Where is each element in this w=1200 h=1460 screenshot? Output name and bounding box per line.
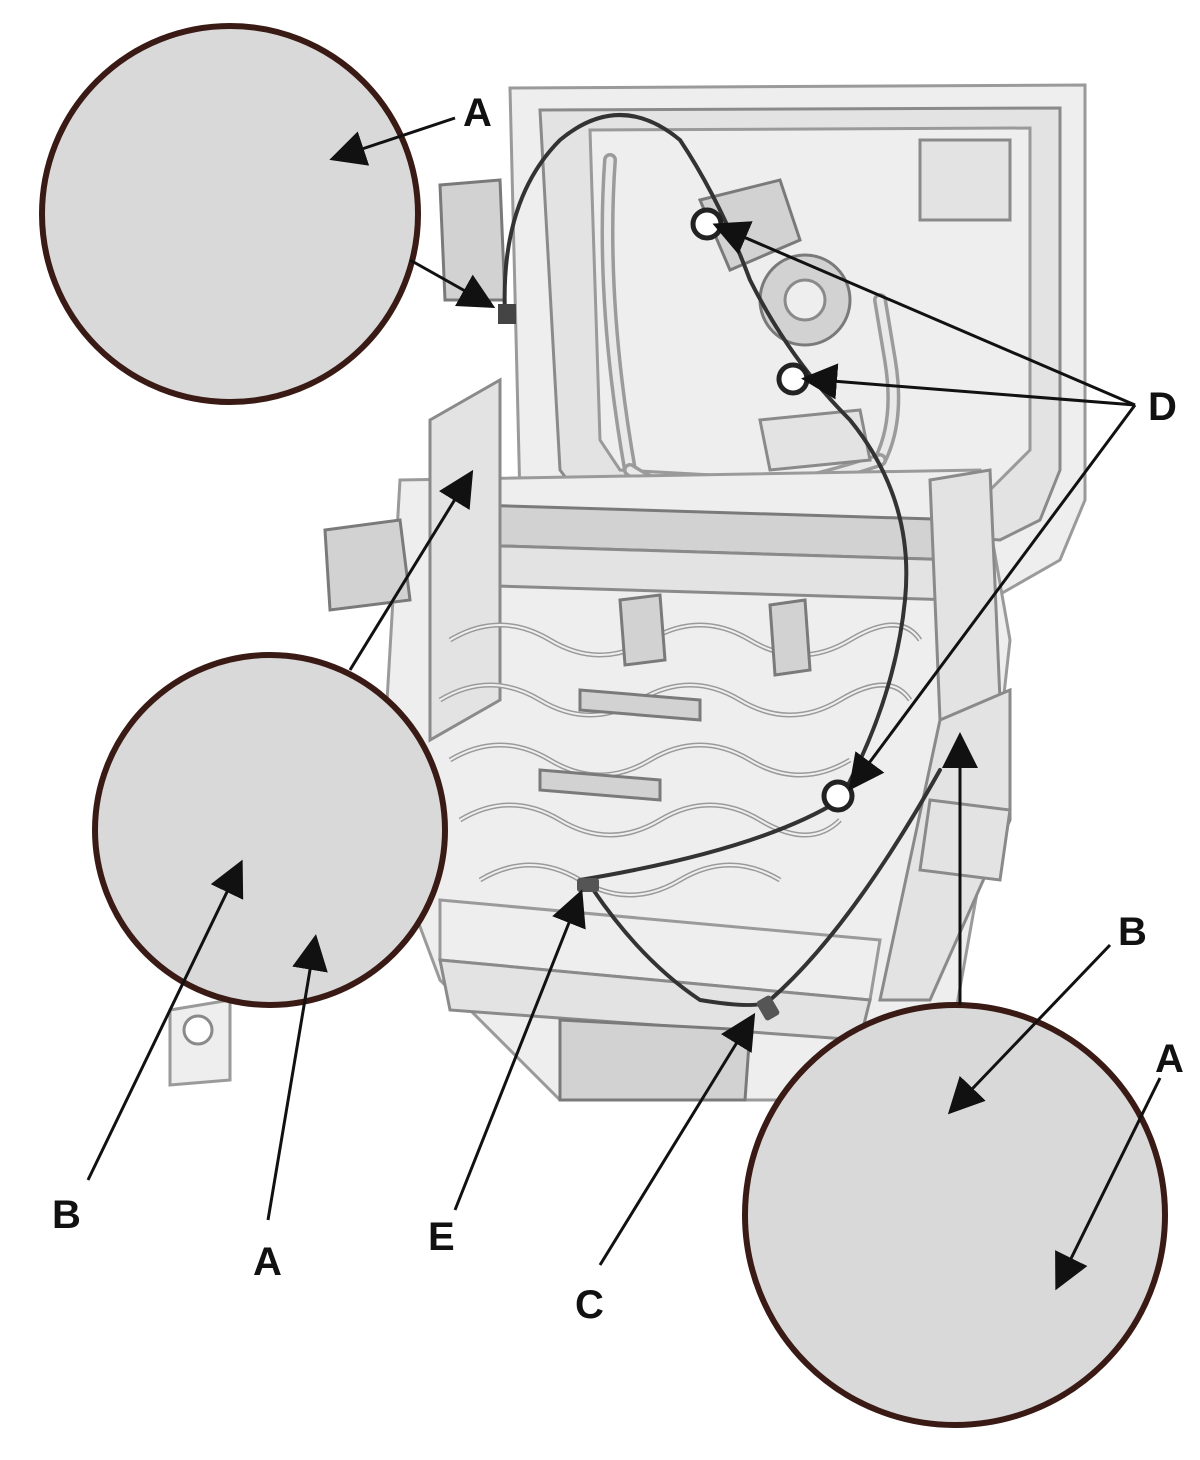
- harness-connector-upper: [498, 304, 516, 324]
- inset-top-left: [39, 23, 421, 405]
- callout-b-right: B: [1118, 910, 1147, 954]
- connector-c: [756, 995, 780, 1021]
- leader-lines: [86, 116, 1162, 1291]
- inset-bottom-right: C: [742, 1002, 1168, 1428]
- callout-a-right: A: [1155, 1037, 1184, 1081]
- callout-a-top: A: [463, 91, 492, 135]
- harness-clip-d-lower: [821, 779, 855, 813]
- callout-a-left: A: [253, 1240, 282, 1284]
- seat-springs: [438, 593, 923, 898]
- connector-e: [577, 878, 599, 892]
- leader-top-inset: [409, 258, 496, 308]
- inset-left: [92, 652, 448, 1008]
- callout-d: D: [1148, 385, 1177, 429]
- callout-b-left: B: [52, 1193, 81, 1237]
- callout-c: C: [575, 1283, 604, 1327]
- harness-clip-d-upper: [690, 207, 724, 241]
- callout-e: E: [428, 1215, 455, 1259]
- harness-clip-d-middle: [776, 362, 810, 396]
- seat-cushion-frame: [168, 377, 1012, 1102]
- leader-left-inset: [348, 469, 474, 671]
